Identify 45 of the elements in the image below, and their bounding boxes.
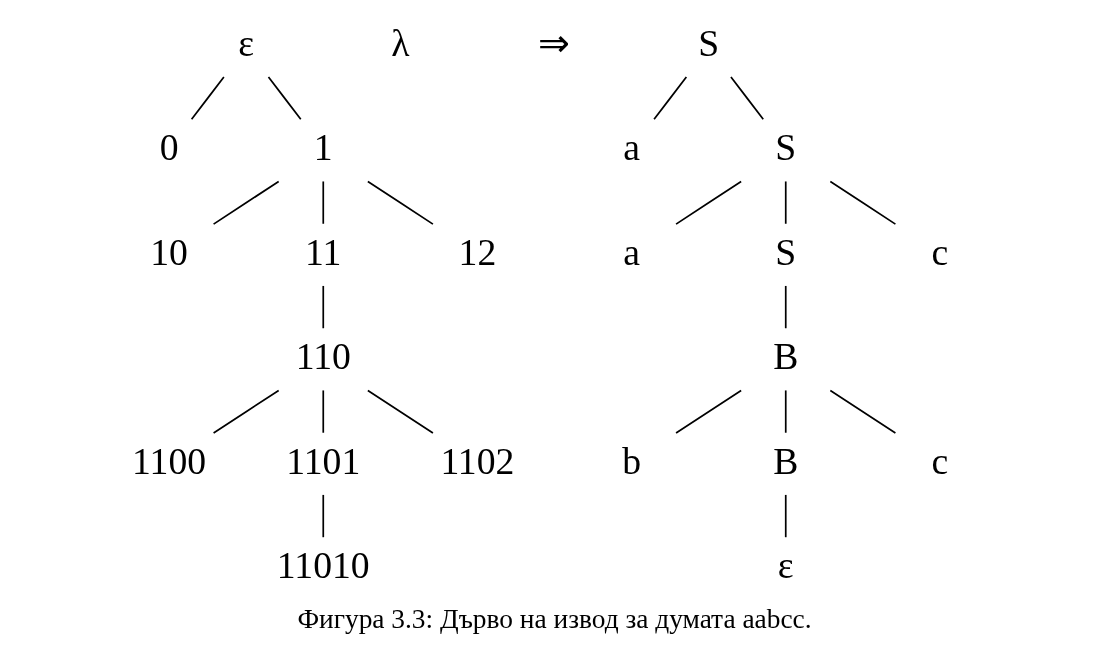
node-text: S [698,21,720,64]
connector [322,180,325,225]
node-text: ε [238,21,255,64]
connector [322,494,325,539]
connector [675,180,742,225]
connector [829,389,897,434]
node-text: 11 [305,230,342,273]
connector [267,76,302,121]
node-text: 1102 [440,439,515,482]
connector [322,389,325,434]
node-text: B [773,439,799,482]
node-text: a [623,230,640,273]
connector [367,389,434,434]
node-text: b [622,439,641,482]
caption: Фигура 3.3: Дърво на извод за думата aabcc. [297,604,812,635]
node-text: S [775,230,797,273]
connector [212,180,280,225]
node-text: ε [777,544,794,587]
node-text: c [931,230,949,273]
node-text: 10 [150,230,188,273]
connector [653,76,688,121]
connector [784,389,787,434]
connector [212,389,280,434]
node-text: 12 [458,230,497,273]
node-text: S [775,126,797,169]
label: ⇒ [538,21,571,64]
connector [322,285,325,330]
node-text: 0 [159,126,179,169]
node-text: 1101 [286,439,361,482]
node-text: B [773,335,799,378]
connector [190,76,225,121]
connector [730,76,765,121]
node-text: 11010 [276,544,370,587]
node-text: 1100 [132,439,207,482]
label: λ [391,21,410,64]
node-text: a [623,126,640,169]
connector [784,180,787,225]
connector [675,389,742,434]
node-text: 1 [313,126,333,169]
connector [367,180,434,225]
node-text: c [931,439,949,482]
connector [829,180,897,225]
node-text: 110 [295,335,351,378]
connector [784,494,787,539]
connector [784,285,787,330]
